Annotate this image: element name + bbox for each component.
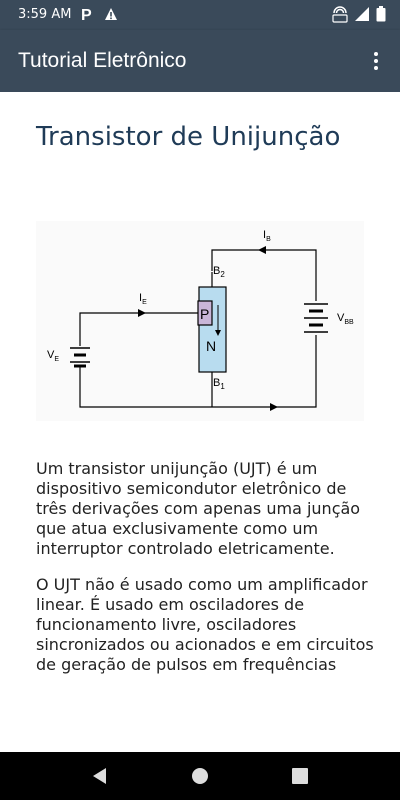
wire-right (79, 335, 317, 408)
back-icon[interactable] (90, 766, 110, 786)
warning-icon (105, 8, 117, 20)
recents-icon[interactable] (290, 766, 310, 786)
battery-icon (376, 6, 386, 22)
navigation-bar (0, 752, 400, 800)
page-title: Transistor de Unijunção (36, 122, 341, 152)
parking-icon: P (81, 7, 92, 22)
label-ve: VE (47, 349, 59, 363)
n-region (198, 286, 227, 373)
wire-top (211, 249, 317, 301)
hotspot-icon (332, 6, 348, 23)
battery-vbb-icon (304, 303, 328, 333)
paragraph-intro: Um transistor unijunção (UJT) é um dispo… (36, 459, 361, 558)
label-ie: IE (139, 292, 147, 306)
arrow-ib (258, 246, 266, 254)
label-p: P (200, 306, 209, 322)
wire-left (79, 312, 198, 346)
more-vert-icon[interactable] (364, 49, 388, 73)
label-b2: B2 (213, 265, 225, 279)
battery-ve-icon (70, 347, 90, 368)
status-time: 3:59 AM (18, 7, 72, 22)
arrow-ie (138, 309, 146, 317)
article-content[interactable]: Transistor de Unijunção (0, 92, 400, 678)
label-b1: B1 (213, 377, 225, 391)
svg-text:P: P (81, 7, 92, 22)
signal-icon (355, 7, 369, 21)
current-arrow-head (215, 330, 221, 336)
label-n: N (206, 338, 216, 354)
p-region (197, 300, 213, 326)
label-ib: IB (263, 229, 271, 243)
arrow-bottom (270, 403, 278, 411)
home-icon[interactable] (190, 766, 210, 786)
paragraph-usage: O UJT não é usado como um amplificador l… (36, 575, 374, 678)
status-bar: 3:59 AM P (0, 0, 400, 30)
app-title: Tutorial Eletrônico (18, 49, 187, 72)
label-vbb: VBB (337, 312, 354, 326)
ujt-circuit-diagram: IB B2 IE P N VBB VE B1 (36, 221, 364, 421)
app-bar: Tutorial Eletrônico (0, 30, 400, 92)
